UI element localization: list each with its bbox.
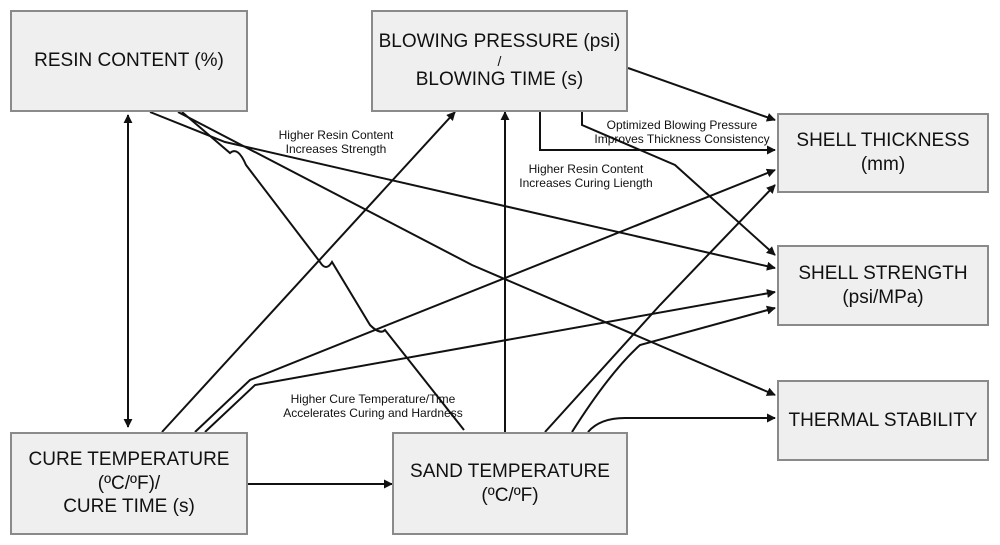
blowing-separator: / — [497, 53, 502, 69]
arrow-sand-thickness — [544, 184, 776, 433]
label-resin-strength: Higher Resin Content Increases Strength — [266, 128, 406, 157]
arrow-cure-blowing — [161, 111, 456, 433]
arrow-blowing-thickness-1 — [627, 67, 776, 122]
label-resin-strength-line1: Higher Resin Content — [278, 128, 394, 142]
sand-temperature-unit: (ºC/ºF) — [481, 484, 539, 506]
cure-temperature-box: CURE TEMPERATURE (ºC/ºF)/ CURE TIME (s) — [10, 432, 248, 535]
label-resin-strength-line2: Increases Strength — [285, 142, 387, 157]
label-resin-curing: Higher Resin Content Increases Curing Li… — [508, 162, 664, 191]
cure-temperature-label: CURE TEMPERATURE — [28, 448, 230, 470]
label-resin-curing-line2: Increases Curing Liength — [519, 176, 653, 191]
arrow-cure-strength — [204, 288, 776, 433]
arrow-resin-sand — [181, 111, 465, 431]
label-blowing-thickness: Optimized Blowing Pressure Improves Thic… — [582, 118, 782, 147]
shell-strength-unit: (psi/MPa) — [842, 286, 924, 308]
cure-time-label: CURE TIME (s) — [63, 496, 195, 518]
blowing-pressure-box: BLOWING PRESSURE (psi) / BLOWING TIME (s… — [371, 10, 628, 112]
arrow-sand-strength — [571, 305, 776, 433]
arrow-cure-thickness — [194, 168, 776, 433]
arrow-sand-thermal — [587, 413, 776, 433]
arrow-resin-thermal — [177, 111, 776, 396]
thermal-stability-box: THERMAL STABILITY — [777, 380, 989, 461]
label-blowing-thickness-line1: Optimized Blowing Pressure — [606, 118, 758, 132]
resin-content-label: RESIN CONTENT (%) — [34, 50, 224, 72]
blowing-pressure-label: BLOWING PRESSURE (psi) — [378, 31, 621, 53]
sand-temperature-box: SAND TEMPERATURE (ºC/ºF) — [392, 432, 628, 535]
arrow-resin-strength — [149, 111, 776, 271]
cure-temperature-unit: (ºC/ºF)/ — [97, 472, 161, 494]
label-cure-hardness-line2: Accelerates Curing and Hardness — [283, 406, 463, 421]
thermal-stability-label: THERMAL STABILITY — [788, 409, 978, 431]
shell-strength-label: SHELL STRENGTH — [798, 262, 968, 284]
blowing-time-label: BLOWING TIME (s) — [415, 69, 584, 90]
shell-thickness-label: SHELL THICKNESS — [796, 130, 970, 152]
shell-strength-box: SHELL STRENGTH (psi/MPa) — [777, 245, 989, 326]
label-cure-hardness: Higher Cure Temperature/Time Accelerates… — [268, 392, 478, 421]
sand-temperature-label: SAND TEMPERATURE — [410, 460, 610, 482]
shell-thickness-unit: (mm) — [860, 154, 906, 175]
arrow-blowing-thickness-2 — [539, 112, 776, 155]
shell-thickness-box: SHELL THICKNESS (mm) — [777, 113, 989, 193]
label-resin-curing-line1: Higher Resin Content — [528, 162, 644, 176]
resin-content-box: RESIN CONTENT (%) — [10, 10, 248, 112]
arrow-blowing-strength — [581, 112, 776, 256]
label-cure-hardness-line1: Higher Cure Temperature/Time — [290, 392, 456, 406]
label-blowing-thickness-line2: Improves Thickness Consistency — [594, 132, 770, 147]
